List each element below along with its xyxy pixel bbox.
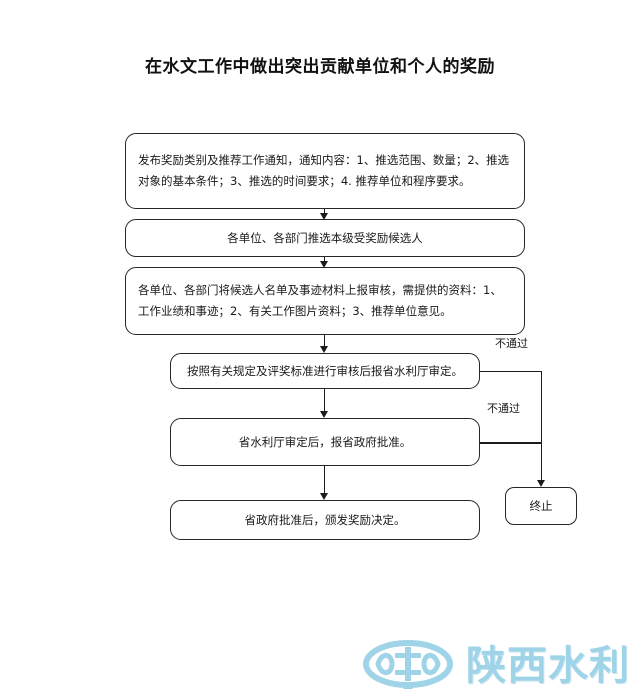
shaanxi-water-emblem-icon [363, 640, 453, 689]
connector-publish-to-nominate [324, 209, 325, 214]
flow-node-terminate-text: 终止 [529, 498, 553, 513]
flow-node-standards-review-text: 按照有关规定及评奖标准进行审核后报省水利厅审定。 [187, 363, 463, 378]
edge-label-reject-from-approve: 不通过 [487, 402, 520, 415]
flow-node-unit-nomination[interactable]: 各单位、各部门推选本级受奖励候选人 [125, 219, 525, 257]
flow-node-provincial-approval[interactable]: 省水利厅审定后，报省政府批准。 [170, 418, 480, 466]
connector-review-to-approve [324, 389, 325, 411]
connector-reject-trunk-vertical [541, 371, 542, 481]
edge-label-reject-from-review: 不通过 [495, 337, 528, 350]
flow-node-publish-notice-text: 发布奖励类别及推荐工作通知，通知内容：1、推选范围、数量；2、推选对象的基本条件… [138, 153, 510, 188]
arrow-reject-to-terminate [537, 480, 545, 487]
footer-logo-text: 陕西水利 [466, 643, 630, 689]
flow-node-publish-notice[interactable]: 发布奖励类别及推荐工作通知，通知内容：1、推选范围、数量；2、推选对象的基本条件… [125, 133, 525, 209]
flow-node-provincial-approval-text: 省水利厅审定后，报省政府批准。 [238, 434, 412, 449]
page-title: 在水文工作中做出突出贡献单位和个人的奖励 [145, 57, 495, 77]
flow-node-issue-award-decision-text: 省政府批准后，颁发奖励决定。 [244, 512, 406, 527]
connector-submit-to-review [324, 335, 325, 346]
footer-logo: 陕西水利 [362, 637, 630, 695]
flow-node-submit-materials[interactable]: 各单位、各部门将候选人名单及事迹材料上报审核，需提供的资料：1、工作业绩和事迹；… [125, 267, 525, 335]
flow-node-submit-materials-text: 各单位、各部门将候选人名单及事迹材料上报审核，需提供的资料：1、工作业绩和事迹；… [138, 283, 502, 318]
flow-node-terminate[interactable]: 终止 [505, 487, 577, 525]
flow-node-issue-award-decision[interactable]: 省政府批准后，颁发奖励决定。 [170, 500, 480, 540]
arrow-submit-to-review [320, 346, 328, 353]
flow-node-unit-nomination-text: 各单位、各部门推选本级受奖励候选人 [227, 230, 423, 245]
arrow-approve-to-issue [320, 493, 328, 500]
arrow-review-to-approve [320, 411, 328, 418]
connector-approve-to-issue [324, 466, 325, 493]
flow-node-standards-review[interactable]: 按照有关规定及评奖标准进行审核后报省水利厅审定。 [170, 353, 480, 389]
connector-approve-reject-horizontal [480, 442, 541, 444]
connector-nominate-to-submit [324, 257, 325, 262]
arrow-publish-to-nominate [320, 213, 328, 220]
connector-review-reject-horizontal [480, 371, 541, 372]
arrow-nominate-to-submit [320, 261, 328, 268]
